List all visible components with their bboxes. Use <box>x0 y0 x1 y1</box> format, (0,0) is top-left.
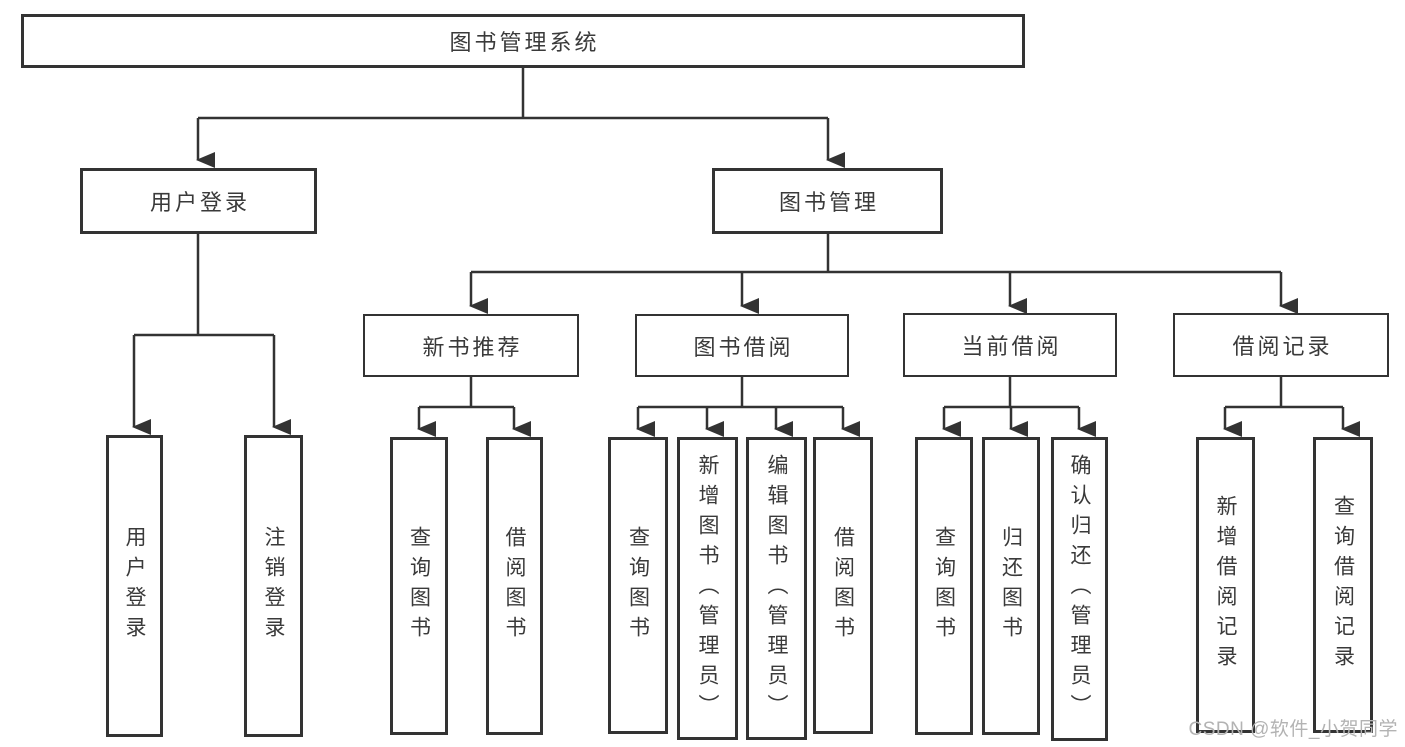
node-user-login-label: 用户登录 <box>149 190 250 215</box>
node-root: 图书管理系统 <box>21 14 1025 68</box>
node-nb-query: 查询图书 <box>390 437 448 735</box>
node-br-add-label: 新增借阅记录 <box>1214 495 1237 675</box>
node-borrow-record: 借阅记录 <box>1173 313 1389 377</box>
node-cb-query: 查询图书 <box>915 437 973 735</box>
node-logout-leaf-label: 注销登录 <box>262 526 285 646</box>
node-nb-borrow: 借阅图书 <box>486 437 543 735</box>
node-br-query: 查询借阅记录 <box>1313 437 1373 733</box>
node-cb-confirm: 确认归还（管理员） <box>1051 437 1108 741</box>
node-new-book: 新书推荐 <box>363 314 579 377</box>
node-current-borrow-label: 当前借阅 <box>961 334 1062 359</box>
node-br-add: 新增借阅记录 <box>1196 437 1255 733</box>
node-book-mgmt-label: 图书管理 <box>778 190 879 215</box>
node-cb-confirm-label: 确认归还（管理员） <box>1068 454 1091 724</box>
node-logout-leaf: 注销登录 <box>244 435 303 737</box>
node-book-borrow-label: 图书借阅 <box>693 334 794 360</box>
node-nb-borrow-label: 借阅图书 <box>503 526 526 646</box>
node-book-mgmt: 图书管理 <box>712 168 943 234</box>
node-book-borrow: 图书借阅 <box>635 314 849 377</box>
node-bb-query-label: 查询图书 <box>626 525 650 646</box>
node-login-leaf-label: 用户登录 <box>123 526 146 646</box>
node-bb-add: 新增图书（管理员） <box>677 437 738 740</box>
node-user-login: 用户登录 <box>80 168 317 234</box>
node-cb-query-label: 查询图书 <box>932 526 956 646</box>
node-login-leaf: 用户登录 <box>106 435 163 737</box>
node-bb-borrow: 借阅图书 <box>813 437 873 734</box>
node-bb-edit: 编辑图书（管理员） <box>746 437 807 740</box>
node-bb-borrow-label: 借阅图书 <box>831 525 855 646</box>
node-current-borrow: 当前借阅 <box>903 313 1117 377</box>
node-new-book-label: 新书推荐 <box>422 334 523 360</box>
node-br-query-label: 查询借阅记录 <box>1331 495 1355 675</box>
node-cb-return: 归还图书 <box>982 437 1040 735</box>
node-cb-return-label: 归还图书 <box>999 526 1023 646</box>
node-borrow-record-label: 借阅记录 <box>1232 334 1333 359</box>
node-bb-query: 查询图书 <box>608 437 668 734</box>
connector-trunks <box>134 68 1343 409</box>
node-nb-query-label: 查询图书 <box>407 526 431 646</box>
csdn-watermark: CSDN @软件_小贺同学 <box>1188 719 1398 740</box>
node-root-label: 图书管理系统 <box>449 30 600 55</box>
node-bb-add-label: 新增图书（管理员） <box>696 453 719 724</box>
node-bb-edit-label: 编辑图书（管理员） <box>765 453 788 724</box>
